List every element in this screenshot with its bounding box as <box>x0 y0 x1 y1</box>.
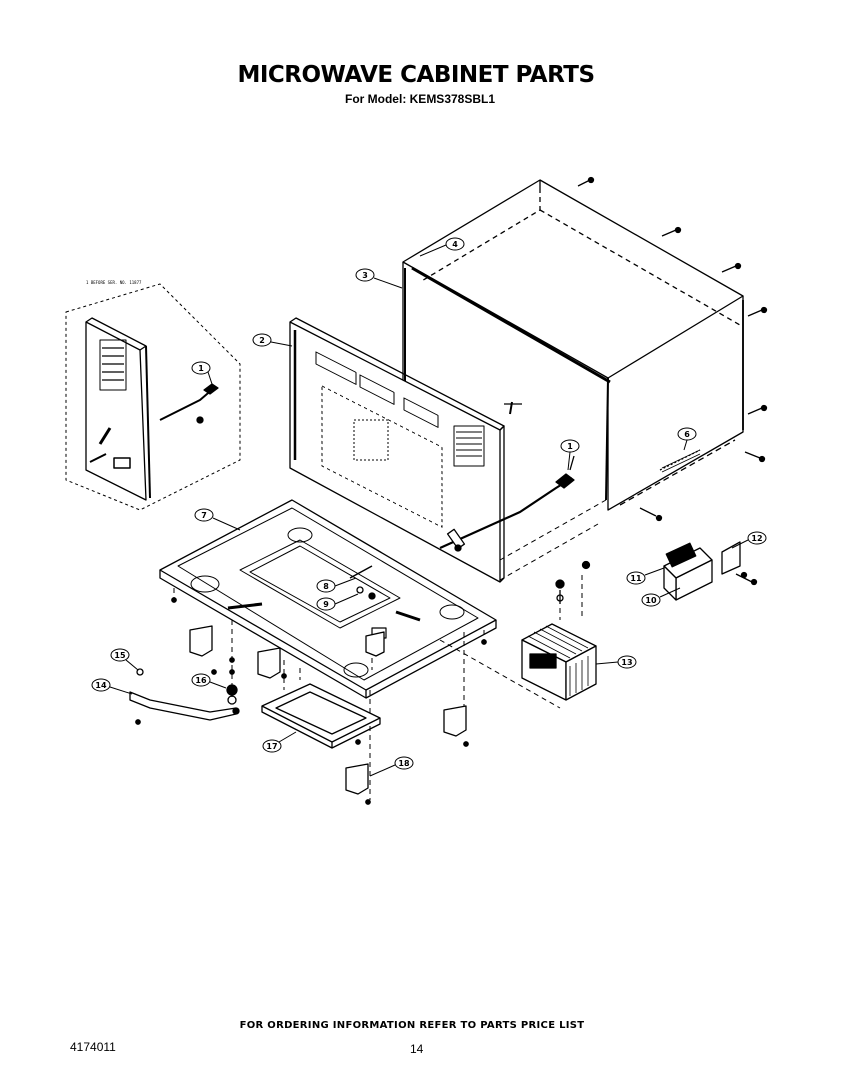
callout-15-circle <box>110 648 130 662</box>
callout-3: 3 <box>362 271 368 280</box>
foot-rail <box>129 691 240 721</box>
base-screws <box>135 597 487 805</box>
callout-16-circle <box>191 673 211 687</box>
callout-17: 17 <box>266 742 277 751</box>
callout-11-circle <box>626 571 646 585</box>
callout-1-inset: 1 <box>198 364 204 373</box>
transformer <box>521 560 597 701</box>
power-cord <box>439 401 575 552</box>
callout-3-circle <box>355 268 375 282</box>
feet-brackets <box>189 625 467 795</box>
callout-15: 15 <box>114 651 126 660</box>
cabinet-screws <box>577 176 768 522</box>
callout-10-circle <box>641 593 661 607</box>
capacitor-assembly <box>663 541 758 601</box>
document-number: 4174011 <box>70 1040 116 1054</box>
grommets <box>136 668 238 705</box>
callout-11: 11 <box>630 574 642 583</box>
inset-panel <box>65 283 241 511</box>
callout-18-circle <box>394 756 414 770</box>
page-title: MICROWAVE CABINET PARTS <box>237 62 595 88</box>
base-plate <box>159 499 497 699</box>
callout-8: 8 <box>323 582 329 591</box>
base-components <box>349 565 376 600</box>
callout-7: 7 <box>201 511 207 520</box>
callout-13: 13 <box>621 658 632 667</box>
ordering-note: FOR ORDERING INFORMATION REFER TO PARTS … <box>239 1020 585 1031</box>
callout-2: 2 <box>259 336 265 345</box>
callout-4-circle <box>445 237 465 251</box>
callout-10: 10 <box>645 596 657 605</box>
callout-1-inset-circle <box>191 361 211 375</box>
model-subtitle: For Model: KEMS378SBL1 <box>344 92 496 106</box>
callout-18: 18 <box>398 759 410 768</box>
callout-numbers: 4 3 2 1 1 6 7 8 9 12 11 10 13 15 14 16 1… <box>95 240 762 768</box>
callout-16: 16 <box>195 676 207 685</box>
callout-12-circle <box>747 531 767 545</box>
callout-9: 9 <box>323 600 329 609</box>
callout-1: 1 <box>567 442 573 451</box>
callout-7-circle <box>194 508 214 522</box>
callout-14-circle <box>91 678 111 692</box>
callout-17-circle <box>262 739 282 753</box>
page-number: 14 <box>410 1042 424 1056</box>
callout-4: 4 <box>452 240 458 249</box>
back-panel <box>289 317 505 583</box>
callout-14: 14 <box>95 681 107 690</box>
inset-label: 1 BEFORE SER. NO. 11877 <box>86 280 142 285</box>
callout-12: 12 <box>751 534 762 543</box>
cabinet-label <box>661 449 701 473</box>
callout-2-circle <box>252 333 272 347</box>
access-cover <box>261 683 381 749</box>
callouts <box>91 237 767 777</box>
callout-6: 6 <box>684 430 690 439</box>
